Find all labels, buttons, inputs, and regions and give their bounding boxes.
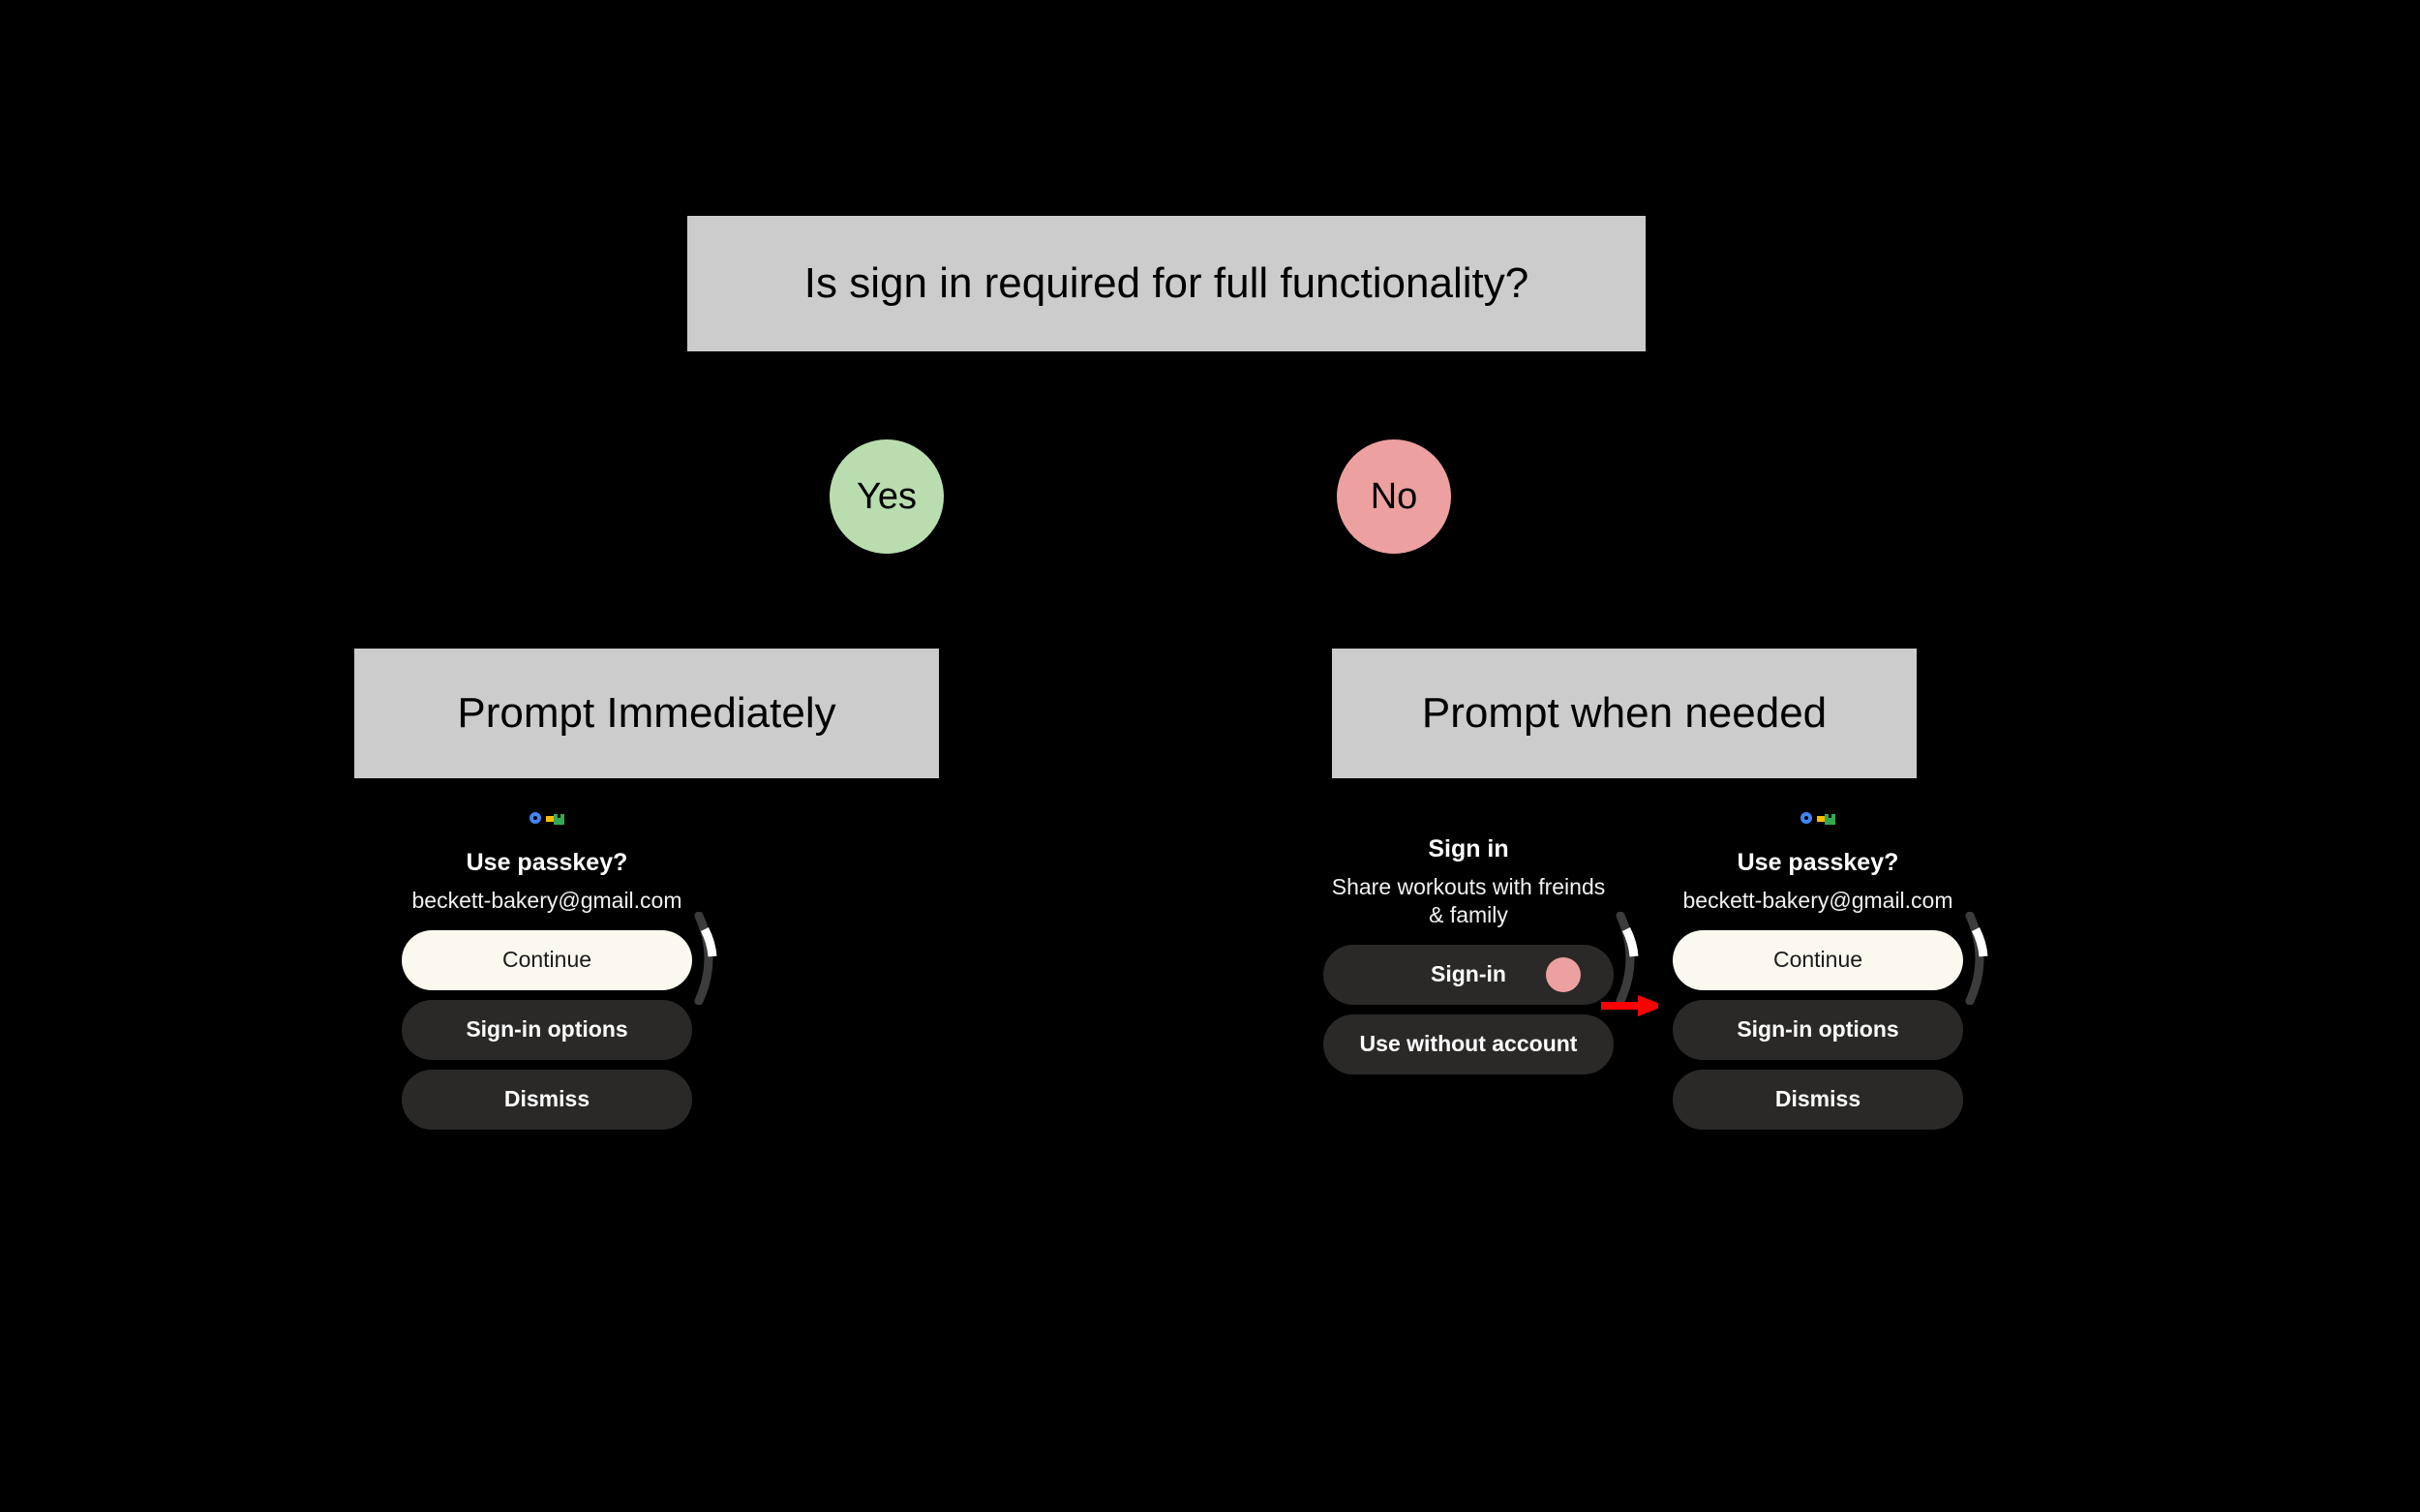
scrollbar-signin[interactable] [1611,912,1655,1005]
google-passkey-icon [529,811,564,831]
passkey-shaft [546,816,555,822]
branch-label-no: No [1337,439,1451,554]
sign-in-button-label: Sign-in [1431,960,1506,986]
sign-in-options-button-left[interactable]: Sign-in options [402,999,692,1060]
watch-screen-signin: Sign in Share workouts with freinds & fa… [1309,811,1628,1084]
passkey-tooth [554,814,564,825]
watch-screen-passkey-right: Use passkey? beckett-bakery@gmail.com Co… [1658,811,1978,1139]
passkey-ring [529,812,541,824]
connector-no-to-right-outcome [1624,554,1627,649]
passkey-shaft [1817,816,1826,822]
signin-title: Sign in [1428,835,1509,862]
scrollbar-right[interactable] [1960,912,2005,1005]
branch-label-yes: Yes [830,439,944,554]
continue-button-left[interactable]: Continue [402,929,692,990]
outcome-box-prompt-immediately: Prompt Immediately [354,649,939,778]
connector-yes-to-left-outcome [647,554,650,649]
outcome-right-text: Prompt when needed [1421,688,1828,737]
sign-in-button[interactable]: Sign-in [1323,944,1614,1005]
passkey-right-account: beckett-bakery@gmail.com [1682,888,1953,913]
question-box: Is sign in required for full functionali… [687,216,1646,351]
outcome-left-text: Prompt Immediately [457,688,836,737]
watch-screen-passkey-left: Use passkey? beckett-bakery@gmail.com Co… [387,811,707,1139]
branch-yes-text: Yes [857,476,917,517]
passkey-right-title: Use passkey? [1737,849,1899,876]
dismiss-button-right[interactable]: Dismiss [1673,1069,1963,1130]
sign-in-options-button-right[interactable]: Sign-in options [1673,999,1963,1060]
google-passkey-icon [1800,811,1835,831]
continue-button-right[interactable]: Continue [1673,929,1963,990]
passkey-left-account: beckett-bakery@gmail.com [411,888,682,913]
connector-question-to-yes [1165,351,1168,440]
dismiss-button-left[interactable]: Dismiss [402,1069,692,1130]
passkey-notch [1829,814,1831,818]
passkey-notch [558,814,560,818]
passkey-left-title: Use passkey? [466,849,628,876]
outcome-box-prompt-when-needed: Prompt when needed [1332,649,1917,778]
passkey-tooth [1825,814,1835,825]
question-text: Is sign in required for full functionali… [803,258,1529,307]
scrollbar-left[interactable] [689,912,734,1005]
avatar-dot-icon [1546,956,1581,992]
signin-subtitle: Share workouts with freinds & family [1331,874,1606,927]
use-without-account-button[interactable]: Use without account [1323,1013,1614,1074]
branch-no-text: No [1370,476,1418,517]
red-pointer-arrow-icon [1601,993,1665,1018]
passkey-ring [1800,812,1812,824]
